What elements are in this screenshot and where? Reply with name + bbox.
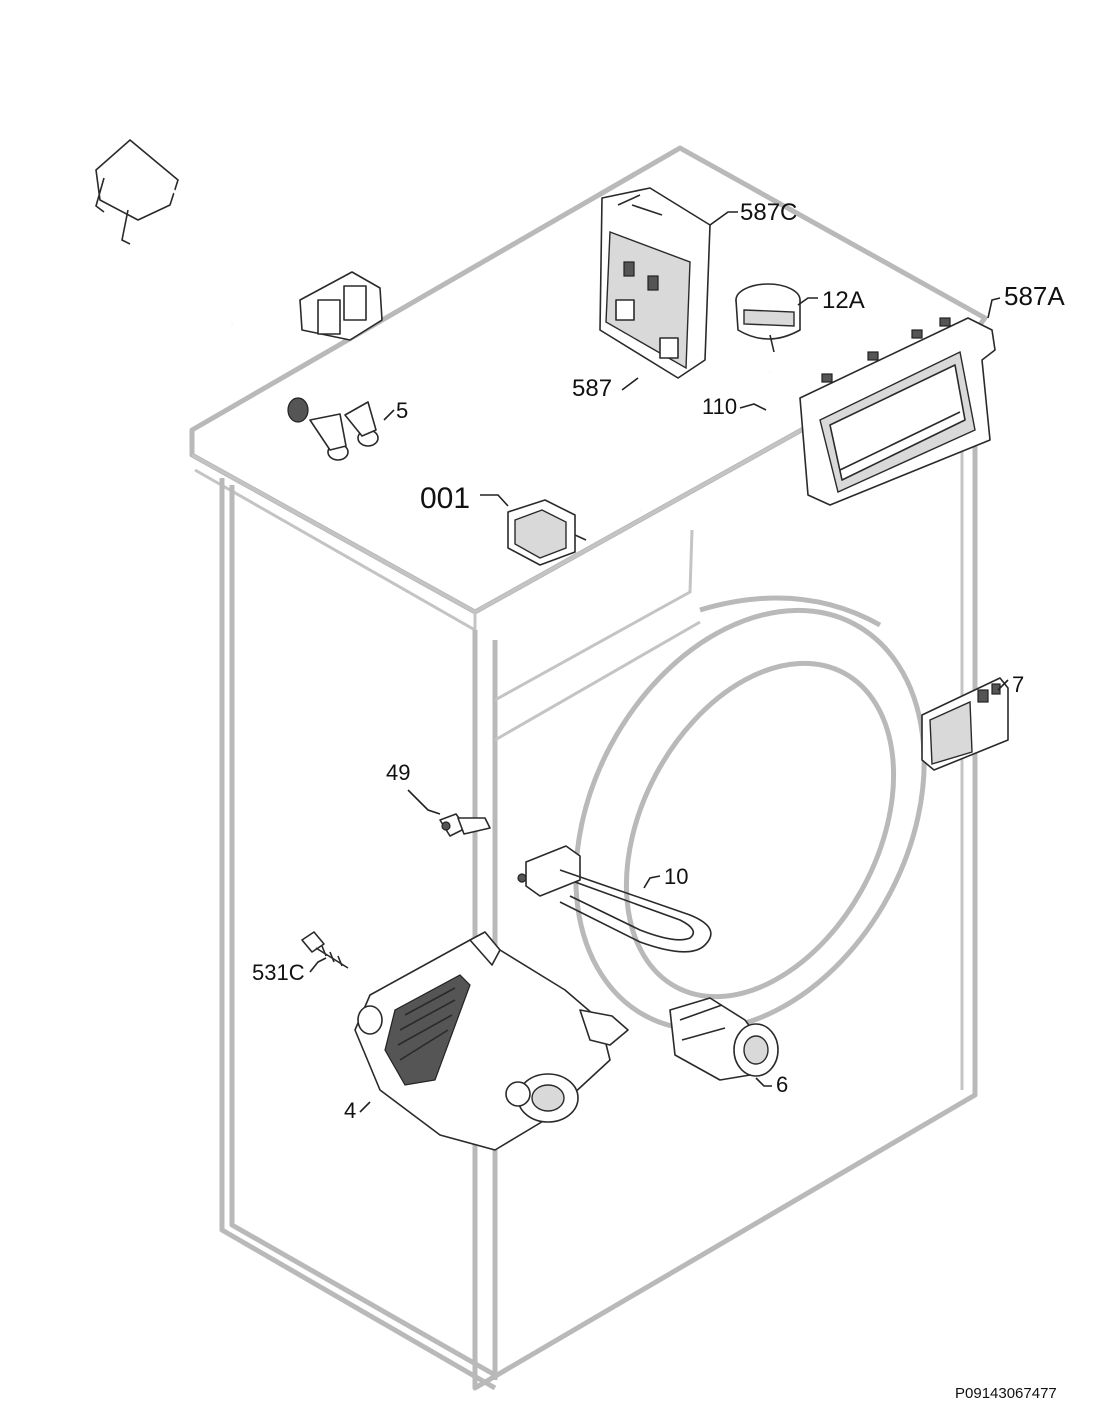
control-board-cover (599, 187, 711, 379)
figure-code: P09143067477 (955, 1385, 1057, 1402)
display-board (799, 317, 996, 506)
door-interlock (921, 677, 1009, 771)
hose (638, 371, 772, 512)
drain-pump (669, 997, 779, 1081)
label-49: 49 (386, 760, 441, 815)
label-5: 5 (383, 398, 408, 423)
label-text-6: 6 (776, 1072, 788, 1097)
interference-filter (507, 499, 587, 566)
label-text-10: 10 (664, 864, 688, 889)
label-text-531C: 531C (252, 960, 305, 985)
label-12A: 12A (797, 287, 865, 314)
label-6: 6 (755, 1072, 788, 1097)
screw (301, 931, 349, 969)
label-text-587A: 587A (1004, 281, 1065, 311)
label-text-7: 7 (1012, 672, 1024, 697)
label-587: 587 (572, 375, 639, 402)
label-7: 7 (997, 672, 1024, 697)
label-110: 110 (702, 394, 767, 419)
label-text-12A: 12A (822, 287, 865, 314)
label-text-587: 587 (572, 375, 612, 402)
motor (354, 931, 629, 1151)
label-4: 4 (344, 1098, 371, 1123)
label-531C: 531C (252, 957, 327, 985)
label-text-49: 49 (386, 760, 410, 785)
label-text-110: 110 (702, 394, 737, 419)
inlet-valve (287, 271, 383, 461)
label-text-4: 4 (344, 1098, 356, 1123)
label-text-001: 001 (420, 482, 470, 515)
label-text-5: 5 (396, 398, 408, 423)
ntc-sensor (439, 813, 491, 837)
pressure-switch (735, 283, 801, 353)
label-587A: 587A (987, 281, 1065, 319)
heating-element (517, 845, 712, 953)
cabinet-outline (189, 145, 988, 1391)
label-001: 001 (420, 482, 509, 515)
label-text-587C: 587C (740, 199, 797, 226)
label-10: 10 (643, 864, 688, 889)
mains-cable-plug (95, 139, 234, 326)
label-587C: 587C (709, 199, 797, 226)
